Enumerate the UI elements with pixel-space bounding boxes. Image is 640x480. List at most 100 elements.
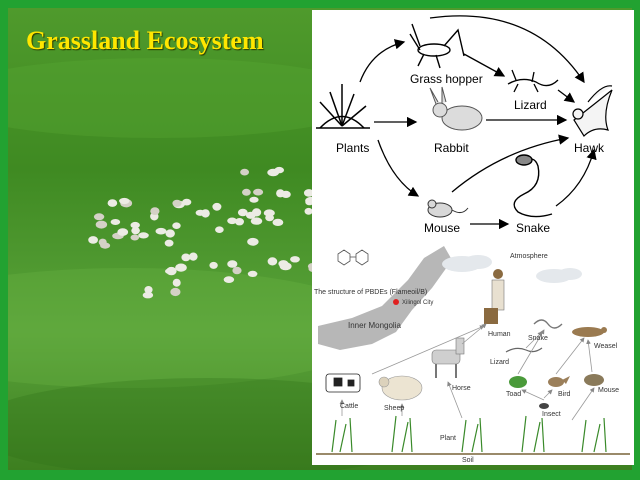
toad-icon (509, 376, 527, 388)
sheep (267, 257, 278, 266)
insect-icon (539, 403, 549, 409)
sheep (95, 220, 108, 229)
weasel-icon (572, 327, 607, 337)
label-snake: Snake (516, 221, 550, 235)
sheep (247, 237, 259, 246)
sheep (144, 286, 153, 294)
sheep (263, 209, 275, 217)
horse-icon (431, 337, 465, 378)
sheep (181, 253, 191, 262)
label-inner-mongolia: Inner Mongolia (348, 321, 401, 330)
sheep (242, 188, 251, 196)
molecule-structure-icon (337, 249, 369, 266)
mouse-icon (584, 374, 604, 386)
sheep (303, 189, 314, 197)
sheep (227, 217, 238, 225)
sheep (142, 292, 154, 299)
grass-plant-icon (316, 84, 370, 129)
plant-row-icon (331, 415, 607, 453)
sheep (305, 198, 314, 206)
sheep (131, 226, 140, 235)
sheep (172, 199, 182, 207)
sheep (165, 229, 175, 238)
sheep (172, 278, 181, 287)
label-toad: Toad (506, 391, 521, 398)
sheep (212, 202, 222, 211)
sheep (170, 287, 181, 297)
sheep (189, 252, 198, 261)
rabbit-icon (429, 86, 483, 131)
inner-mongolia-map (318, 246, 452, 350)
sheep (195, 209, 205, 216)
label-insect: Insect (542, 411, 561, 418)
sheep (253, 188, 264, 196)
sheep (110, 219, 121, 225)
slide-title: Grassland Ecosystem (26, 26, 264, 55)
sheep (130, 221, 140, 229)
sheep (119, 197, 130, 205)
label-human: Human (488, 331, 511, 338)
sheep (249, 196, 259, 203)
label-mouse: Mouse (424, 221, 460, 235)
food-chain-diagram: Grass hopper Lizard Plants Rabbit Hawk M… (312, 10, 634, 240)
sheep (88, 236, 98, 244)
sheep (117, 228, 129, 236)
label-city: Xilingol City (402, 300, 433, 306)
food-chain-arrows (359, 15, 597, 230)
label-plants: Plants (336, 141, 369, 155)
sheep (232, 266, 242, 275)
sheep (235, 218, 244, 226)
label-cattle: Cattle (340, 403, 358, 410)
sheep (272, 218, 284, 226)
sheep (166, 266, 177, 276)
sheep (209, 261, 218, 269)
sheep (304, 207, 313, 215)
label-lizard-web: Lizard (490, 359, 509, 366)
sheep-icon (378, 375, 423, 401)
snake-icon (513, 154, 553, 218)
bird-icon (548, 376, 570, 387)
sheep (150, 207, 160, 216)
sheep (172, 222, 181, 229)
sheep (278, 260, 289, 268)
snake-icon (533, 319, 563, 329)
label-bird: Bird (558, 391, 571, 398)
lizard-icon (507, 69, 559, 93)
mouse-icon (427, 199, 469, 218)
label-mouse-web: Mouse (598, 387, 619, 394)
label-atmosphere: Atmosphere (510, 253, 548, 260)
label-rabbit: Rabbit (434, 141, 469, 155)
sheep (175, 263, 187, 272)
cattle-icon (325, 373, 361, 393)
label-snake-web: Snake (528, 335, 548, 342)
sheep (250, 217, 263, 225)
sheep (93, 213, 105, 221)
sheep (164, 239, 174, 247)
cloud-icon (442, 255, 582, 283)
food-web-arrows (339, 323, 595, 421)
sheep (130, 234, 140, 241)
label-plant: Plant (440, 435, 456, 442)
lizard-icon (505, 347, 543, 353)
label-soil: Soil (462, 457, 474, 464)
sheep (276, 189, 285, 198)
human-icon (484, 269, 505, 324)
sheep (215, 226, 224, 233)
sheep (252, 208, 262, 217)
sheep (223, 276, 235, 283)
sheep (290, 256, 300, 263)
sheep (138, 232, 149, 239)
label-grasshopper: Grass hopper (410, 72, 483, 86)
city-marker-icon (393, 299, 399, 305)
sheep (274, 166, 285, 174)
sheep (237, 208, 248, 217)
sheep (155, 227, 167, 235)
label-lizard: Lizard (514, 98, 547, 112)
sheep (98, 238, 107, 246)
sheep (227, 260, 238, 268)
label-sheep: Sheep (384, 405, 404, 412)
grasshopper-icon (409, 23, 465, 69)
label-horse: Horse (452, 385, 471, 392)
food-web-diagram: The structure of PBDEs (Flameoil/B) Inne… (312, 240, 634, 465)
